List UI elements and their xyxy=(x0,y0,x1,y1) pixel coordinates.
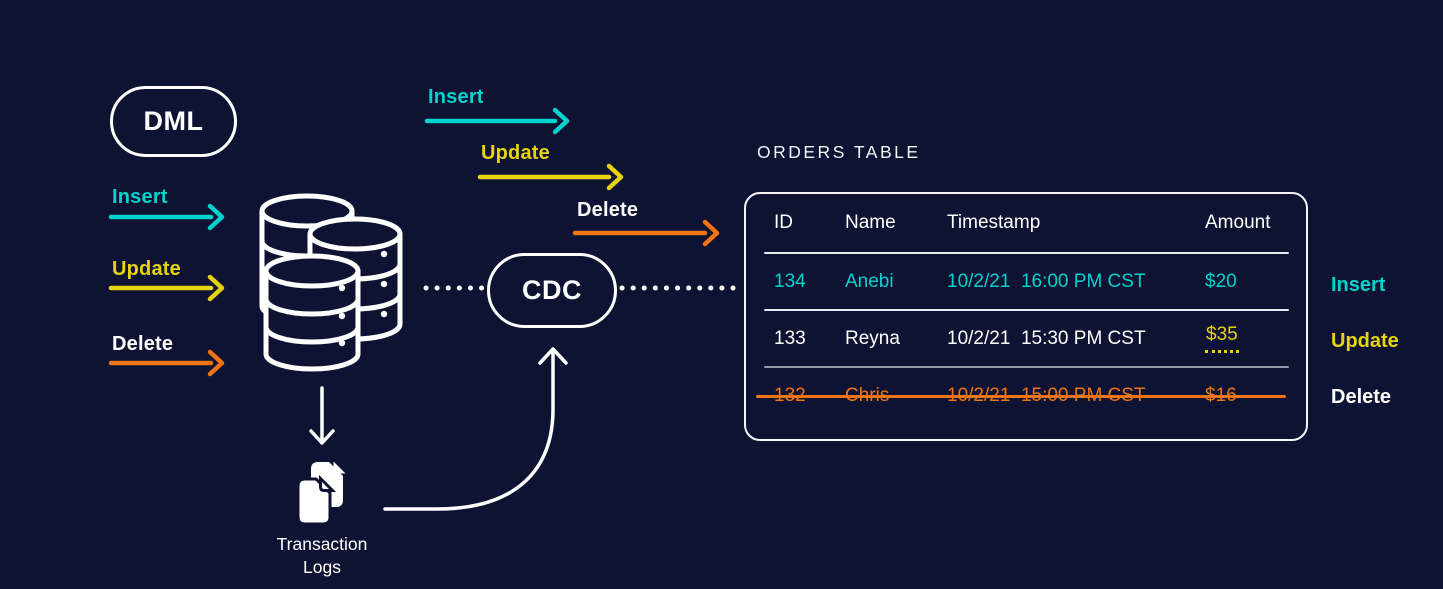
cdc-box: CDC xyxy=(487,253,617,328)
cell-timestamp: 10/2/21 16:00 PM CST xyxy=(947,270,1146,292)
cell-timestamp: 10/2/21 15:30 PM CST xyxy=(947,327,1146,349)
dml-update-label: Update xyxy=(112,258,181,280)
table-row-delete: 132 Chris 10/2/21 15:00 PM CST $16 xyxy=(746,368,1306,423)
dml-label: DML xyxy=(143,106,204,136)
dml-insert-label: Insert xyxy=(112,186,168,208)
database-icon xyxy=(259,193,403,372)
stream-insert-label: Insert xyxy=(428,86,484,108)
cdc-label: CDC xyxy=(522,275,582,305)
dml-delete-label: Delete xyxy=(112,333,174,355)
cell-amount: $20 xyxy=(1205,270,1237,292)
cell-id: 134 xyxy=(774,270,806,292)
table-row-insert: 134 Anebi 10/2/21 16:00 PM CST $20 xyxy=(746,254,1306,309)
stream-delete-label: Delete xyxy=(577,199,639,221)
update-arrow xyxy=(108,274,225,302)
transaction-logs-icon xyxy=(296,461,346,526)
row-divider xyxy=(764,309,1289,311)
marker-insert: Insert xyxy=(1331,274,1386,296)
marker-delete: Delete xyxy=(1331,386,1392,408)
cell-name: Anebi xyxy=(845,270,894,292)
col-id: ID xyxy=(774,212,793,233)
cell-id: 133 xyxy=(774,327,806,349)
stream-update-arrow xyxy=(477,163,624,191)
insert-arrow xyxy=(108,203,225,231)
curved-up-arrow xyxy=(383,347,568,511)
transaction-logs-line2: Logs xyxy=(303,557,341,578)
col-timestamp: Timestamp xyxy=(947,212,1041,233)
col-name: Name xyxy=(845,212,896,233)
row-divider xyxy=(764,366,1289,368)
orders-table: ID Name Timestamp Amount 134 Anebi 10/2/… xyxy=(744,192,1308,441)
delete-arrow xyxy=(108,349,225,377)
down-arrow xyxy=(309,386,335,445)
cell-amount-updated: $35 xyxy=(1205,324,1239,353)
header-divider xyxy=(764,252,1289,254)
orders-table-header: ID Name Timestamp Amount xyxy=(746,194,1306,252)
stream-update-label: Update xyxy=(481,142,550,164)
stream-insert-arrow xyxy=(424,107,570,135)
marker-update: Update xyxy=(1331,330,1399,352)
table-row-update: 133 Reyna 10/2/21 15:30 PM CST $35 xyxy=(746,311,1306,366)
dml-box: DML xyxy=(110,86,237,157)
transaction-logs-caption: Transaction Logs xyxy=(242,533,402,579)
stream-delete-arrow xyxy=(572,219,720,247)
orders-table-title: ORDERS TABLE xyxy=(757,142,921,162)
cell-name: Reyna xyxy=(845,327,900,349)
transaction-logs-line1: Transaction xyxy=(276,534,368,554)
row-strikethrough xyxy=(756,394,1286,398)
col-amount: Amount xyxy=(1205,212,1271,233)
